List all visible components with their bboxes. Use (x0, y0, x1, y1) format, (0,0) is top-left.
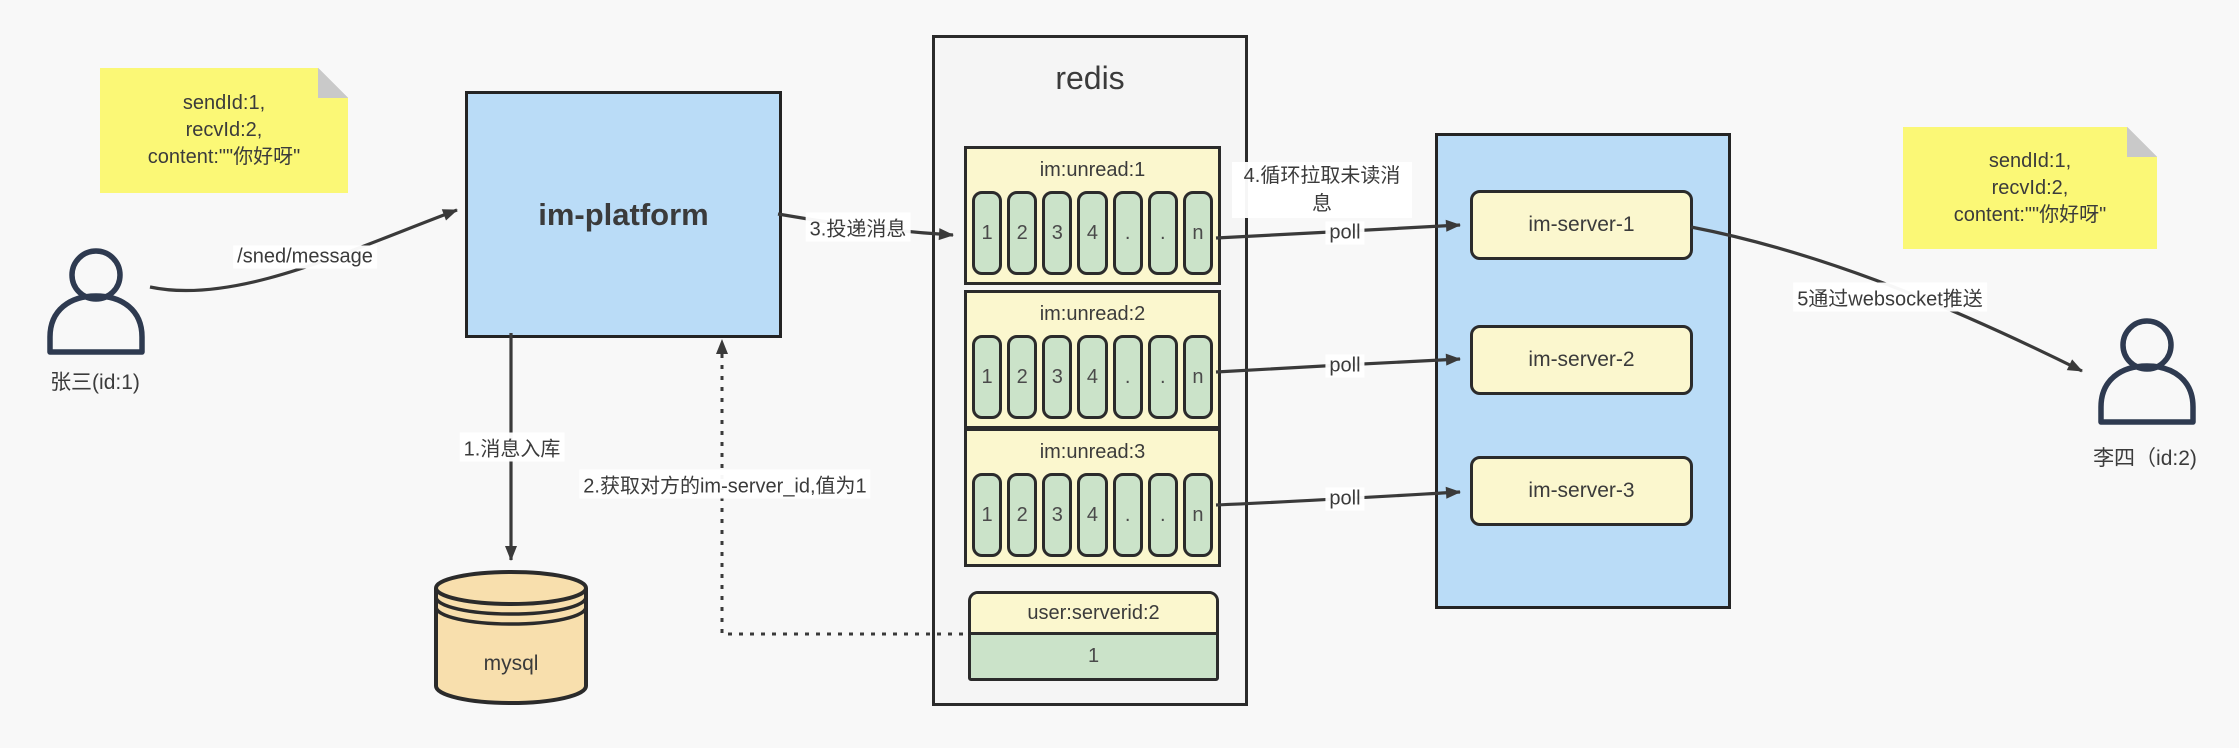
queue-cell: 2 (1007, 335, 1038, 419)
queue-cell: 1 (972, 473, 1003, 557)
edge-label-websocket-push: 5通过websocket推送 (1793, 282, 1987, 312)
im-server-1-label: im-server-1 (1528, 213, 1635, 236)
queue-cell: 4 (1077, 335, 1108, 419)
edge-label-get-server-id: 2.获取对方的im-server_id,值为1 (579, 469, 871, 499)
note-line: sendId:1, (1988, 149, 2072, 172)
queue-cell: 1 (972, 335, 1003, 419)
person-receiver-icon (2092, 318, 2202, 426)
queue-cell: . (1147, 335, 1178, 419)
note-line: recvId:2, (1991, 176, 2069, 199)
edge-label-poll-3: poll (1325, 487, 1365, 511)
person-sender-label: 张三(id:1) (50, 371, 140, 394)
edge-label-send: /sned/message (233, 245, 377, 269)
queue-cell: 3 (1042, 335, 1073, 419)
redis-container: redis im:unread:1 1 2 3 4 . . n im:unrea… (932, 35, 1248, 706)
queue-cell: 2 (1007, 191, 1038, 275)
kv-value: 1 (971, 635, 1216, 678)
redis-queue-unread-1: im:unread:1 1 2 3 4 . . n (964, 146, 1221, 285)
person-sender-icon (41, 248, 151, 356)
edge-label-store: 1.消息入库 (459, 432, 565, 462)
queue-cell: 1 (972, 191, 1003, 275)
queue-header: im:unread:1 (1039, 158, 1146, 181)
queue-cell: 2 (1007, 473, 1038, 557)
note-line: content:""你好呀" (1953, 203, 2107, 226)
redis-user-serverid-box: user:serverid:2 1 (968, 591, 1219, 681)
mysql-label: mysql (483, 652, 539, 675)
queue-cell: . (1147, 473, 1178, 557)
im-server-2-box: im-server-2 (1470, 325, 1693, 395)
queue-cell: 3 (1042, 191, 1073, 275)
queue-header: im:unread:3 (1039, 440, 1146, 463)
edge-label-poll-note: 4.循环拉取未读消息 (1232, 162, 1412, 218)
redis-queue-unread-2: im:unread:2 1 2 3 4 . . n (964, 290, 1221, 429)
queue-cell: n (1182, 473, 1213, 557)
queue-cell: 3 (1042, 473, 1073, 557)
queue-cell: . (1147, 191, 1178, 275)
mysql-database: mysql (431, 566, 591, 708)
sticky-note-message-right: sendId:1, recvId:2, content:""你好呀" (1903, 127, 2157, 249)
im-server-cluster: im-server-1 im-server-2 im-server-3 (1435, 133, 1731, 609)
database-cylinder-icon (434, 570, 588, 706)
queue-cell: 4 (1077, 473, 1108, 557)
note-line: recvId:2, (185, 119, 263, 141)
im-platform-box: im-platform (465, 91, 782, 338)
edge-label-poll-1: poll (1325, 221, 1365, 245)
im-platform-label: im-platform (538, 196, 709, 232)
sticky-note-message-left: sendId:1, recvId:2, content:""你好呀" (100, 68, 348, 193)
note-line: content:""你好呀" (147, 146, 301, 168)
note-fold-corner (2127, 127, 2157, 157)
queue-cell: . (1112, 473, 1143, 557)
im-server-2-label: im-server-2 (1528, 348, 1635, 371)
queue-header: im:unread:2 (1039, 302, 1146, 325)
im-server-1-box: im-server-1 (1470, 190, 1693, 260)
note-fold-corner (318, 68, 348, 98)
queue-cell: . (1112, 191, 1143, 275)
edge-label-deliver: 3.投递消息 (805, 212, 911, 242)
person-receiver-label: 李四（id:2) (2093, 447, 2197, 470)
redis-queue-unread-3: im:unread:3 1 2 3 4 . . n (964, 428, 1221, 567)
im-server-3-label: im-server-3 (1528, 479, 1635, 502)
queue-cell: n (1182, 191, 1213, 275)
edge-label-poll-2: poll (1325, 354, 1365, 378)
note-line: sendId:1, (182, 92, 266, 114)
im-server-3-box: im-server-3 (1470, 456, 1693, 526)
queue-cell: 4 (1077, 191, 1108, 275)
kv-header: user:serverid:2 (971, 594, 1216, 635)
queue-cell: n (1182, 335, 1213, 419)
redis-title: redis (1055, 60, 1125, 96)
queue-cell: . (1112, 335, 1143, 419)
